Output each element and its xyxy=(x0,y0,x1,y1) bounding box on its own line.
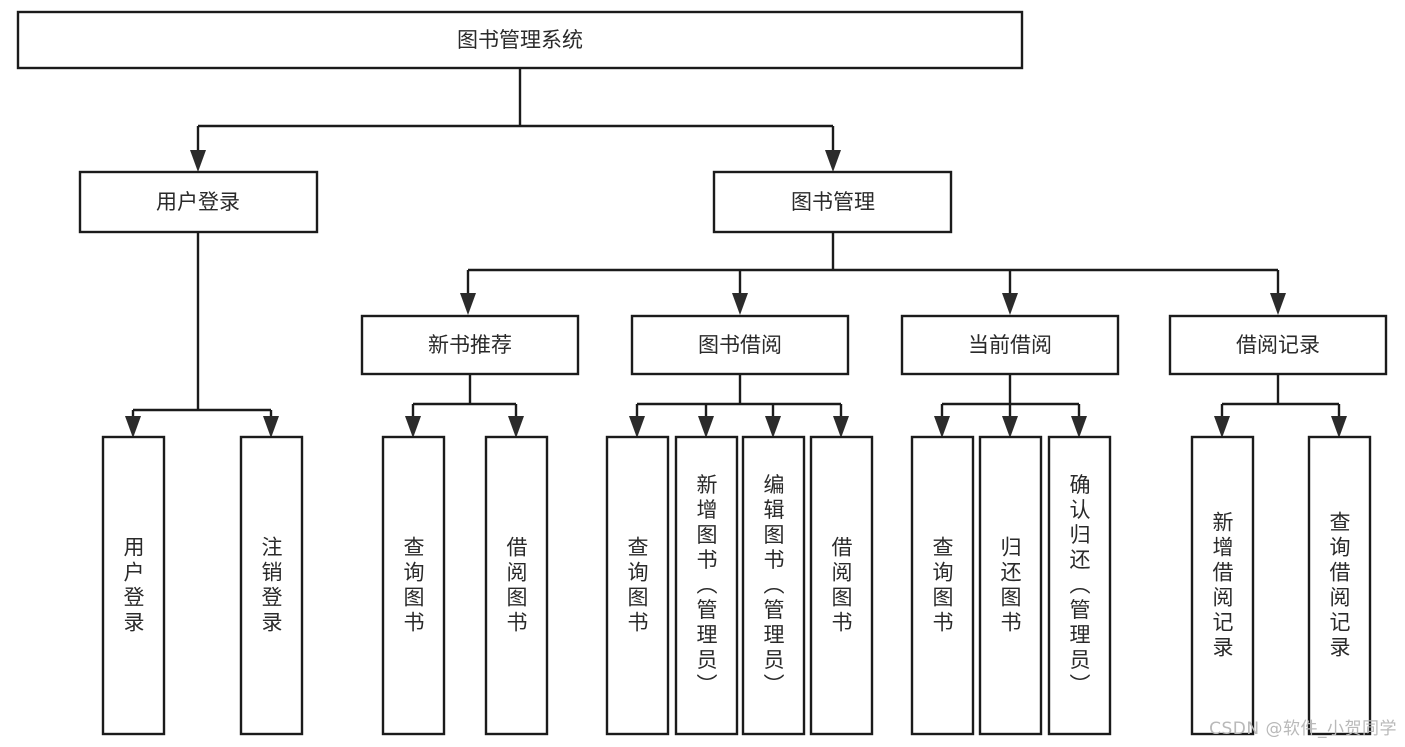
arrow-icon-current-borrow xyxy=(1002,293,1018,315)
arrow-icon-leaf-borrow-book-2 xyxy=(833,416,849,438)
node-user-login-box[interactable] xyxy=(78,170,319,234)
arrow-icon-leaf-add-book-admin xyxy=(698,416,714,438)
node-new-book-rec-box[interactable] xyxy=(360,314,580,376)
arrow-icon-book-manage xyxy=(825,150,841,172)
node-current-borrow-box[interactable] xyxy=(900,314,1120,376)
node-leaf-return-book[interactable]: 归还图书 xyxy=(978,435,1043,736)
node-leaf-query-book-2[interactable]: 查询图书 xyxy=(605,435,670,736)
node-leaf-user-login-box[interactable] xyxy=(101,435,166,736)
arrow-icon-leaf-add-record xyxy=(1214,416,1230,438)
node-new-book-rec-label: 新书推荐 xyxy=(428,333,512,357)
node-leaf-confirm-return-admin[interactable]: 确认归还（管理员） xyxy=(1047,435,1112,736)
node-leaf-add-book-admin[interactable]: 新增图书（管理员） xyxy=(674,435,739,736)
node-leaf-query-book-1-box[interactable] xyxy=(381,435,446,736)
node-leaf-borrow-book-1-box[interactable] xyxy=(484,435,549,736)
node-user-login[interactable]: 用户登录 xyxy=(78,170,319,234)
node-leaf-add-record-label: 新增借阅记录 xyxy=(1210,511,1234,661)
arrow-icon-user-login xyxy=(190,150,206,172)
node-book-borrow[interactable]: 图书借阅 xyxy=(630,314,850,376)
node-leaf-edit-book-admin[interactable]: 编辑图书（管理员） xyxy=(741,435,806,736)
node-borrow-record-box[interactable] xyxy=(1168,314,1388,376)
arrow-icon-leaf-user-login xyxy=(125,416,141,438)
node-borrow-record[interactable]: 借阅记录 xyxy=(1168,314,1388,376)
node-borrow-record-label: 借阅记录 xyxy=(1236,333,1320,357)
node-leaf-user-login-label: 用户登录 xyxy=(121,536,145,636)
node-leaf-query-book-3-label: 查询图书 xyxy=(930,536,954,636)
node-leaf-query-book-2-box[interactable] xyxy=(605,435,670,736)
node-leaf-query-book-2-label: 查询图书 xyxy=(625,536,649,636)
node-book-manage[interactable]: 图书管理 xyxy=(712,170,953,234)
node-leaf-query-record-box[interactable] xyxy=(1307,435,1372,736)
node-user-login-label: 用户登录 xyxy=(156,190,240,214)
node-leaf-confirm-return-admin-label: 确认归还（管理员） xyxy=(1067,474,1091,699)
node-leaf-confirm-return-admin-box[interactable] xyxy=(1047,435,1112,736)
node-leaf-query-book-1-label: 查询图书 xyxy=(401,536,425,636)
node-leaf-logout-box[interactable] xyxy=(239,435,304,736)
node-leaf-borrow-book-2[interactable]: 借阅图书 xyxy=(809,435,874,736)
node-current-borrow-label: 当前借阅 xyxy=(968,333,1052,357)
arrow-icon-leaf-borrow-book-1 xyxy=(508,416,524,438)
arrow-icon-book-borrow xyxy=(732,293,748,315)
arrowhead-layer xyxy=(125,150,1347,438)
arrow-icon-leaf-logout xyxy=(263,416,279,438)
arrow-icon-borrow-record xyxy=(1270,293,1286,315)
node-leaf-query-record[interactable]: 查询借阅记录 xyxy=(1307,435,1372,736)
node-leaf-return-book-box[interactable] xyxy=(978,435,1043,736)
node-book-borrow-label: 图书借阅 xyxy=(698,333,782,357)
node-book-borrow-box[interactable] xyxy=(630,314,850,376)
node-leaf-borrow-book-2-label: 借阅图书 xyxy=(829,536,853,636)
node-leaf-logout-label: 注销登录 xyxy=(259,536,283,636)
node-leaf-edit-book-admin-label: 编辑图书（管理员） xyxy=(761,474,785,699)
node-leaf-borrow-book-2-box[interactable] xyxy=(809,435,874,736)
node-leaf-return-book-label: 归还图书 xyxy=(998,536,1022,636)
arrow-icon-leaf-confirm-return xyxy=(1071,416,1087,438)
node-leaf-edit-book-admin-box[interactable] xyxy=(741,435,806,736)
arrow-icon-leaf-return-book xyxy=(1002,416,1018,438)
node-leaf-borrow-book-1-label: 借阅图书 xyxy=(504,536,528,636)
node-leaf-add-book-admin-label: 新增图书（管理员） xyxy=(694,474,718,699)
node-leaf-query-book-1[interactable]: 查询图书 xyxy=(381,435,446,736)
node-root[interactable]: 图书管理系统 xyxy=(16,10,1024,70)
arrow-icon-leaf-edit-book-admin xyxy=(765,416,781,438)
node-leaf-borrow-book-1[interactable]: 借阅图书 xyxy=(484,435,549,736)
node-leaf-add-record-box[interactable] xyxy=(1190,435,1255,736)
node-leaf-user-login[interactable]: 用户登录 xyxy=(101,435,166,736)
node-root-box[interactable] xyxy=(16,10,1024,70)
node-leaf-query-book-3[interactable]: 查询图书 xyxy=(910,435,975,736)
csdn-watermark: CSDN @软件_小贺同学 xyxy=(1209,719,1397,739)
node-leaf-add-book-admin-box[interactable] xyxy=(674,435,739,736)
node-leaf-query-record-label: 查询借阅记录 xyxy=(1327,511,1351,661)
arrow-icon-leaf-query-book-2 xyxy=(629,416,645,438)
node-leaf-add-record[interactable]: 新增借阅记录 xyxy=(1190,435,1255,736)
node-new-book-rec[interactable]: 新书推荐 xyxy=(360,314,580,376)
node-leaf-logout[interactable]: 注销登录 xyxy=(239,435,304,736)
node-leaf-query-book-3-box[interactable] xyxy=(910,435,975,736)
arrow-icon-leaf-query-record xyxy=(1331,416,1347,438)
node-book-manage-box[interactable] xyxy=(712,170,953,234)
node-root-label: 图书管理系统 xyxy=(457,28,583,52)
arrow-icon-leaf-query-book-3 xyxy=(934,416,950,438)
node-current-borrow[interactable]: 当前借阅 xyxy=(900,314,1120,376)
node-book-manage-label: 图书管理 xyxy=(791,190,875,214)
arrow-icon-leaf-query-book-1 xyxy=(405,416,421,438)
arrow-icon-new-book-rec xyxy=(460,293,476,315)
